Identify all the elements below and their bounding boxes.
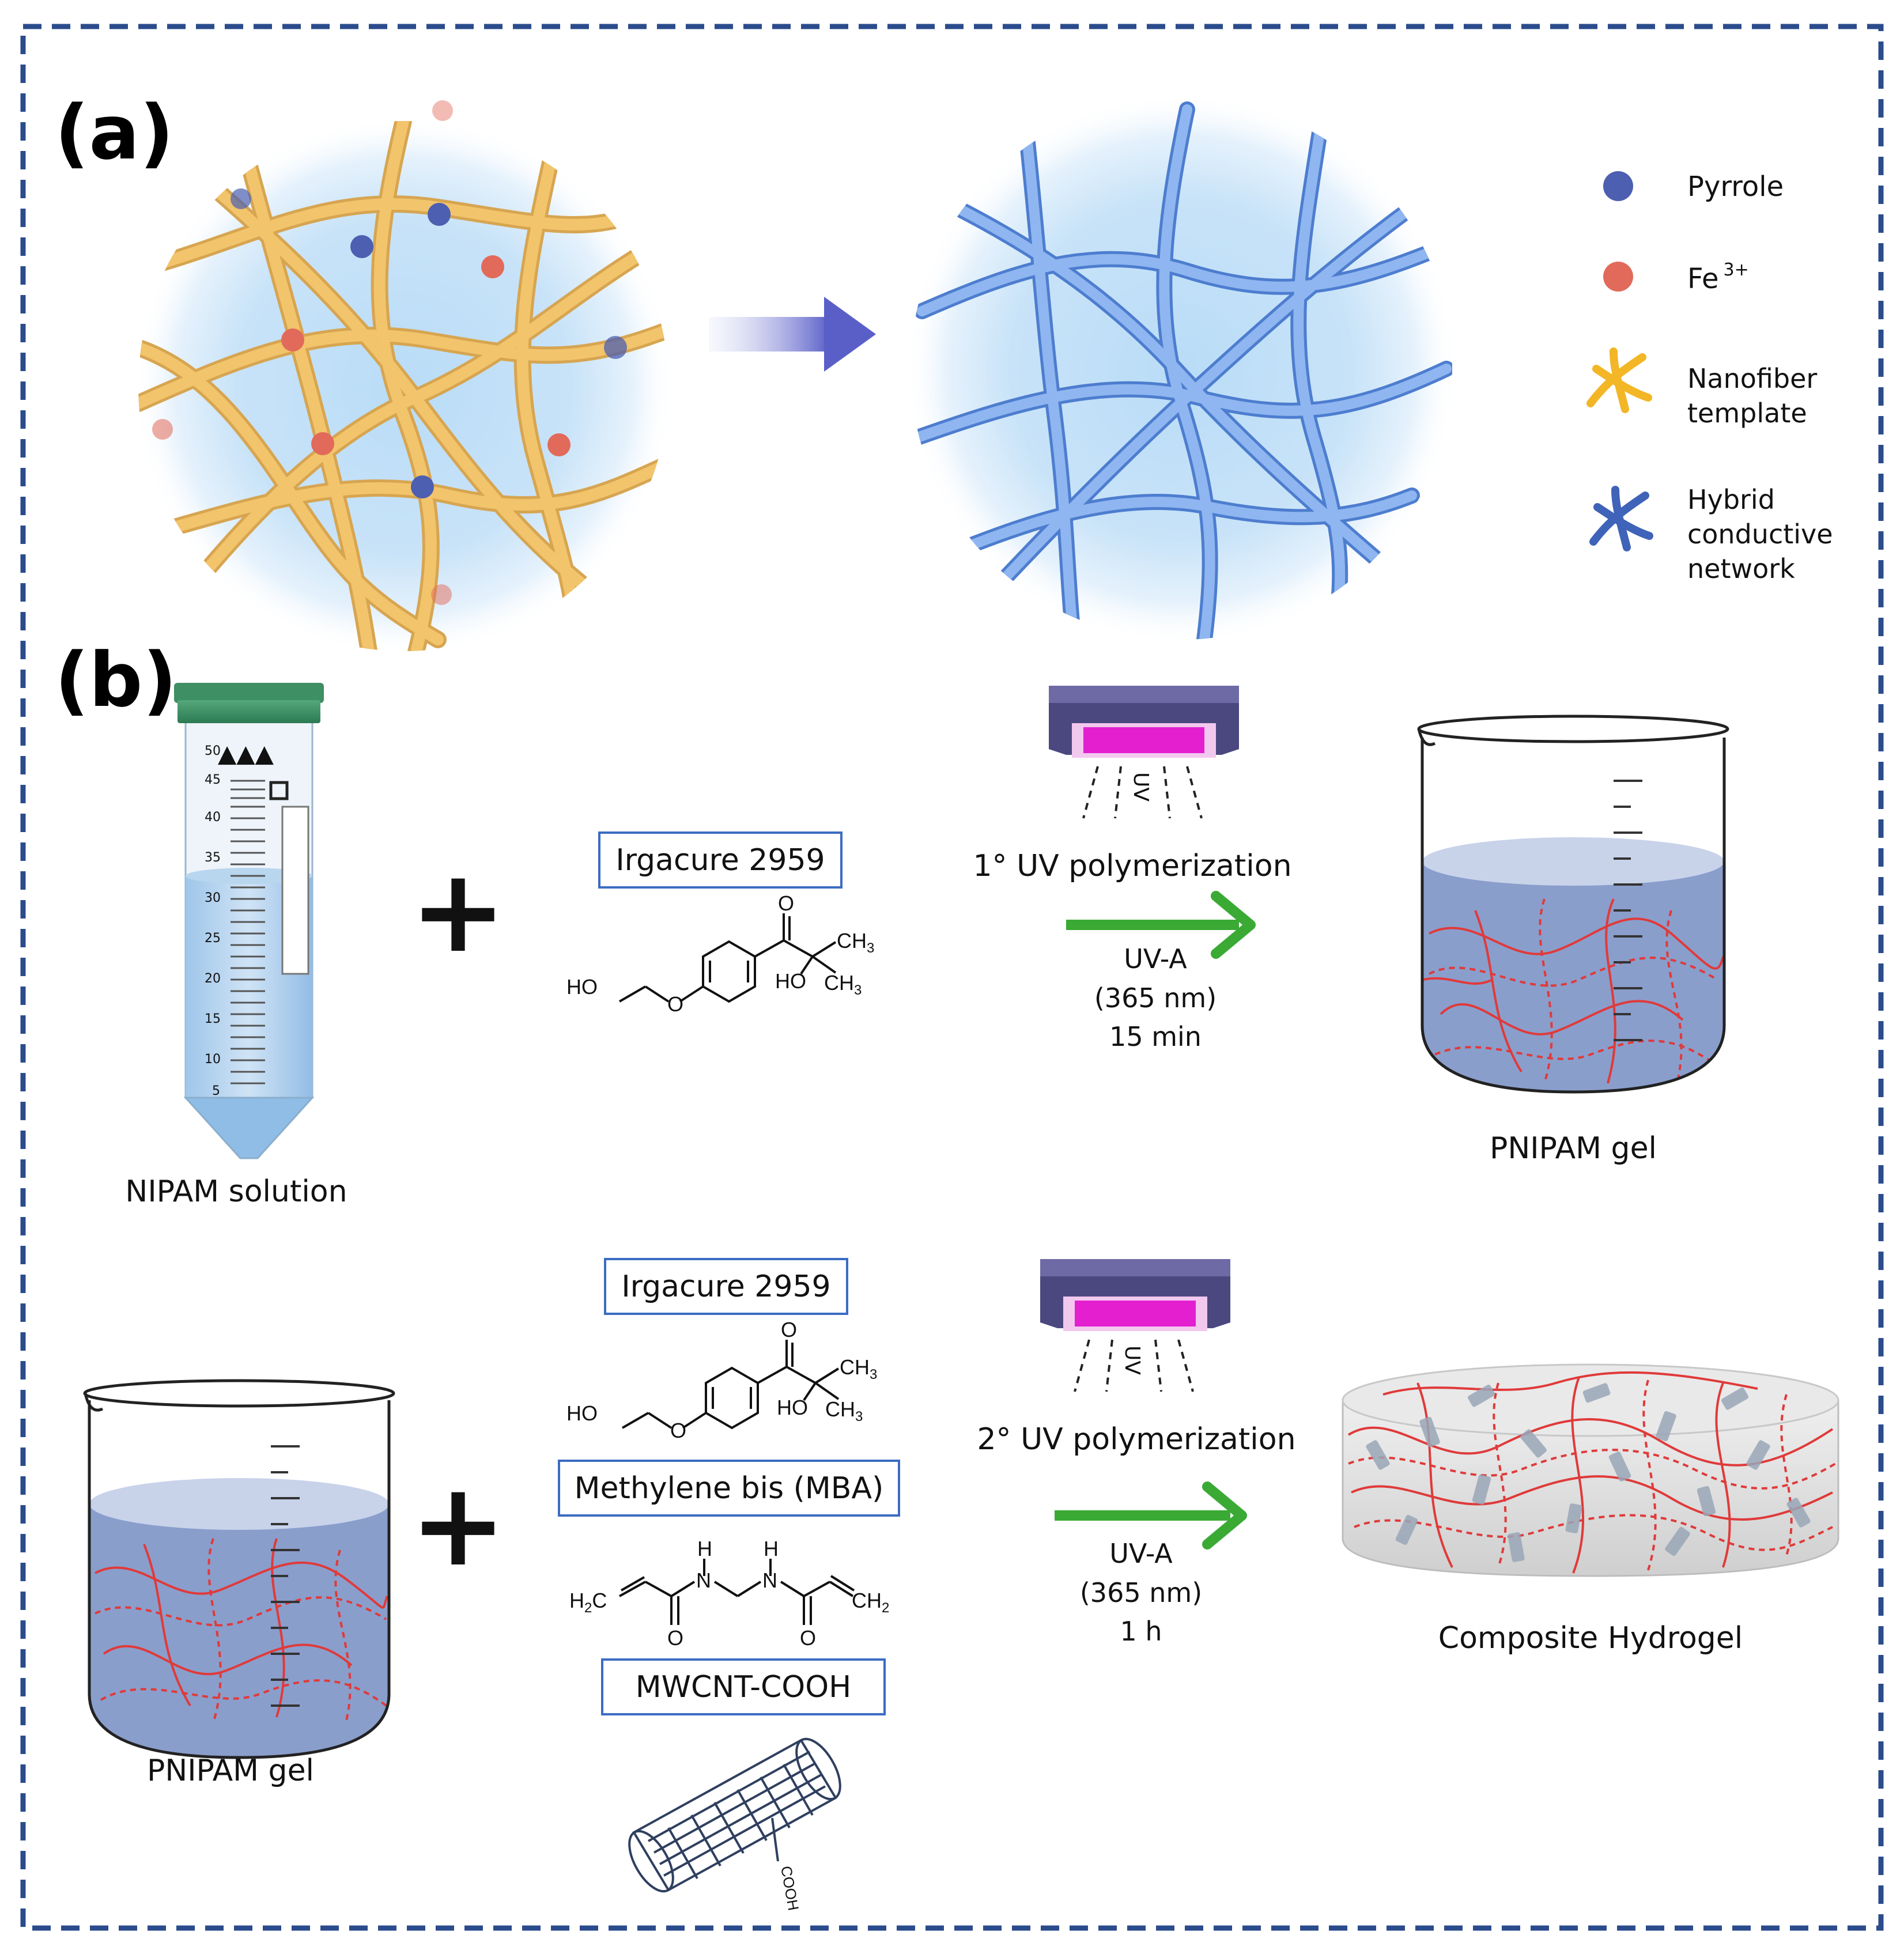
svg-text:O: O [667, 992, 683, 1016]
svg-text:35: 35 [205, 851, 221, 865]
svg-text:5: 5 [212, 1084, 220, 1098]
step-2-arrow [1055, 1481, 1247, 1549]
svg-text:O: O [778, 891, 794, 915]
tube-scale-numbers: 50 45 40 35 30 25 20 15 10 5 [205, 744, 221, 1098]
svg-text:30: 30 [205, 891, 221, 905]
legend-hybrid-icon [1589, 486, 1653, 551]
svg-text:N: N [696, 1569, 711, 1592]
panel-b-label: (b) [55, 636, 177, 724]
step-2-cond-3: 1 h [1120, 1616, 1162, 1647]
transformation-arrow [709, 297, 876, 372]
pnipam-gel-product-label: PNIPAM gel [1490, 1131, 1657, 1166]
step-1-arrow [1066, 891, 1256, 959]
svg-text:40: 40 [205, 810, 221, 825]
plus-sign-1: + [410, 844, 507, 978]
svg-text:CH3: CH3 [840, 1355, 877, 1382]
irgacure-box-2 [604, 1258, 848, 1315]
beaker-pnipam-gel-2 [83, 1379, 395, 1759]
carbon-nanotube-icon [628, 1737, 841, 1893]
svg-text:45: 45 [205, 773, 221, 787]
step-2-title: 2° UV polymerization [977, 1422, 1295, 1457]
pyrrole-particles [231, 188, 627, 498]
svg-text:H2C: H2C [569, 1589, 607, 1616]
tube-triangles: ▲▲▲ [218, 739, 274, 768]
uv-lamp-1: UV [1049, 686, 1239, 819]
svg-text:10: 10 [205, 1052, 221, 1067]
mba-structure: H2C N H N H O O CH2 [569, 1537, 889, 1650]
beaker-pnipam-gel-1 [1417, 715, 1729, 1094]
svg-text:H: H [697, 1537, 712, 1560]
svg-text:CH2: CH2 [852, 1589, 889, 1616]
svg-text:50: 50 [205, 744, 221, 758]
step-1-cond-2: (365 nm) [1094, 982, 1217, 1014]
step-1-cond-3: 15 min [1109, 1021, 1202, 1052]
svg-text:O: O [670, 1419, 686, 1442]
svg-text:HO: HO [777, 1396, 808, 1419]
irgacure-box-1 [598, 832, 843, 889]
svg-text:15: 15 [205, 1012, 221, 1026]
svg-text:CH3: CH3 [825, 1397, 863, 1424]
mwcnt-box [601, 1658, 886, 1715]
legend-hybrid-label-1: Hybrid [1687, 484, 1775, 515]
step-2-cond-2: (365 nm) [1080, 1577, 1202, 1608]
centrifuge-tube: 50 45 40 35 30 25 20 15 10 5 ▲▲▲ [174, 683, 324, 1159]
svg-text:O: O [781, 1318, 797, 1341]
legend-nanofiber-icon [1586, 347, 1652, 413]
irgacure-structure-1: O O HO HO CH3 CH3 [566, 891, 874, 1016]
panel-a-label: (a) [55, 89, 174, 176]
pnipam-gel-start-label: PNIPAM gel [147, 1753, 314, 1788]
svg-text:CH3: CH3 [837, 929, 874, 956]
legend-nanofiber-label-2: template [1687, 398, 1807, 429]
tube-graduations [231, 780, 265, 1084]
step-2-cond-1: UV-A [1109, 1538, 1173, 1569]
nipam-solution-label: NIPAM solution [125, 1174, 347, 1209]
hybrid-conductive-network [905, 92, 1458, 645]
legend-fe-marker [1603, 262, 1633, 292]
svg-text:O: O [667, 1626, 683, 1650]
cooh-group-label: COOH [777, 1865, 802, 1912]
composite-hydrogel-label: Composite Hydrogel [1438, 1621, 1743, 1656]
fe-particles [152, 100, 571, 605]
svg-text:HO: HO [566, 975, 598, 999]
svg-text:N: N [762, 1569, 777, 1592]
plus-sign-2: + [410, 1458, 507, 1592]
nanofiber-network [133, 115, 674, 657]
legend-pyrrole-marker [1603, 171, 1633, 201]
step-1-cond-1: UV-A [1124, 943, 1187, 974]
legend-hybrid-label-2: conductive [1687, 519, 1833, 550]
uv-lamp-2-text: UV [1120, 1345, 1144, 1375]
uv-lamp-2: UV [1040, 1259, 1230, 1392]
mba-box [558, 1460, 900, 1517]
svg-text:20: 20 [205, 972, 221, 986]
svg-text:HO: HO [775, 969, 806, 993]
irgacure-structure-2: O O HO HO CH3 CH3 [566, 1318, 877, 1442]
legend-nanofiber-label-1: Nanofiber [1687, 363, 1817, 394]
svg-text:HO: HO [566, 1401, 598, 1425]
composite-hydrogel-disk [1342, 1363, 1839, 1577]
irgacure-label-1: Irgacure 2959 [615, 843, 825, 878]
svg-text:CH3: CH3 [824, 971, 862, 998]
uv-lamp-1-text: UV [1129, 772, 1153, 802]
legend-hybrid-label-3: network [1687, 553, 1795, 584]
figure-border [20, 24, 1884, 1931]
step-1-title: 1° UV polymerization [973, 849, 1291, 883]
svg-text:H: H [764, 1537, 779, 1560]
irgacure-label-2: Irgacure 2959 [621, 1269, 830, 1304]
mwcnt-label: MWCNT-COOH [636, 1670, 852, 1704]
mba-label: Methylene bis (MBA) [575, 1471, 884, 1506]
svg-text:O: O [800, 1626, 816, 1650]
svg-text:25: 25 [205, 931, 221, 946]
legend-pyrrole-label: Pyrrole [1687, 171, 1784, 203]
